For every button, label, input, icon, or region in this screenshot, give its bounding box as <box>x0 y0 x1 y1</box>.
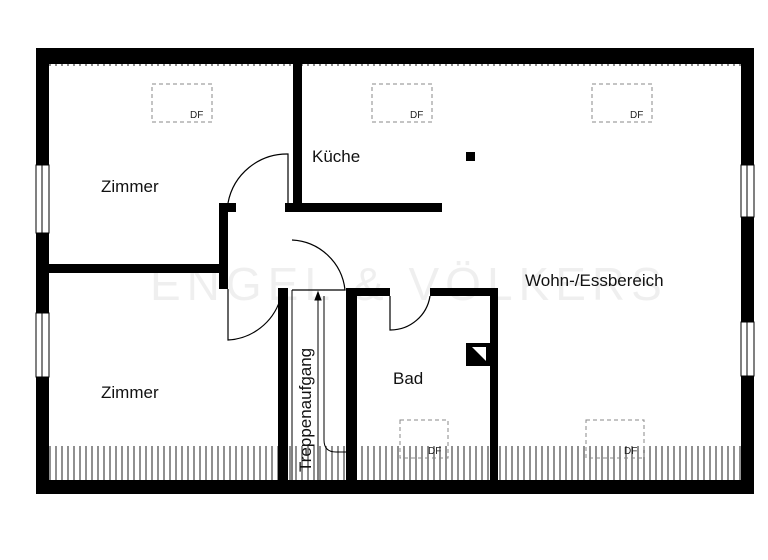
windows <box>35 164 755 378</box>
door-zimmer-top <box>227 153 289 204</box>
svg-text:DF: DF <box>190 110 203 121</box>
svg-text:DF: DF <box>428 446 441 457</box>
skylights: DF DF DF DF DF <box>151 83 653 459</box>
outer-walls <box>36 48 754 494</box>
door-stairwell <box>291 239 346 291</box>
svg-text:DF: DF <box>630 110 643 121</box>
doors <box>227 153 431 341</box>
room-label-zimmer-bottom: Zimmer <box>101 383 159 402</box>
svg-text:DF: DF <box>624 446 637 457</box>
room-label-zimmer-top: Zimmer <box>101 177 159 196</box>
skylight-bad: DF <box>399 419 449 459</box>
room-label-wohn: Wohn-/Essbereich <box>525 271 664 290</box>
svg-text:DF: DF <box>410 110 423 121</box>
skylight-zimmer: DF <box>151 83 213 123</box>
chimney-marker <box>466 152 475 161</box>
room-label-treppe: Treppenaufgang <box>296 348 315 472</box>
stair-railing <box>291 290 346 480</box>
skylight-wohn-top: DF <box>591 83 653 123</box>
room-label-kueche: Küche <box>312 147 360 166</box>
door-zimmer-bottom <box>227 289 281 341</box>
shaft <box>466 343 490 366</box>
watermark: ENGEL & VÖLKERS <box>150 258 668 310</box>
skylight-wohn-bottom: DF <box>585 419 645 459</box>
room-label-bad: Bad <box>393 369 423 388</box>
door-bad <box>389 295 431 331</box>
skylight-kueche: DF <box>371 83 433 123</box>
interior-walls <box>48 60 498 483</box>
